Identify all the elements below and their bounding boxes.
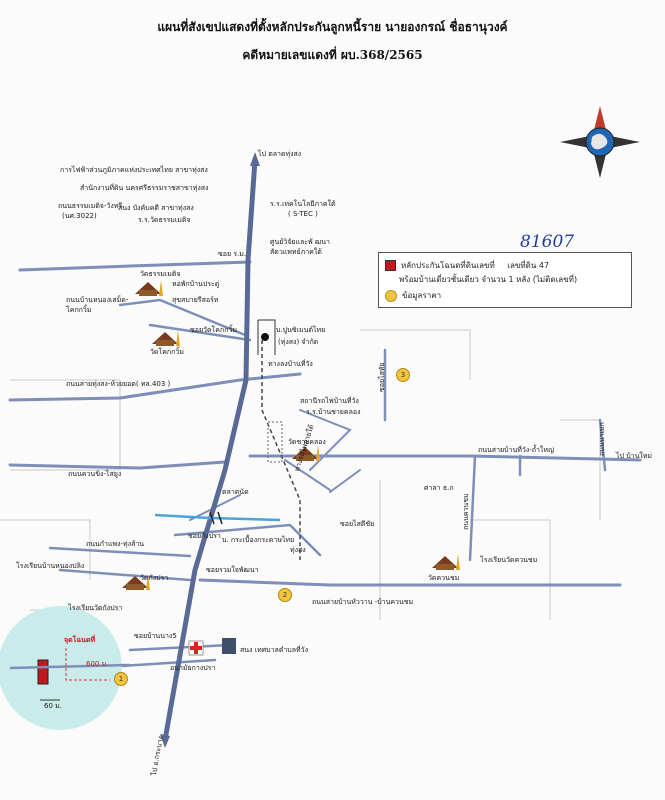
- price-marker-3: 3: [396, 368, 410, 382]
- roads: [8, 260, 642, 672]
- label-hall: ศาลา ธ.ก: [424, 484, 454, 492]
- legend-collateral-label: หลักประกันโฉนดที่ดินเลขที่: [401, 261, 495, 270]
- label-road-nongsamet2: โคกกวิ้ม: [66, 306, 92, 314]
- temple-icon-kang: [122, 574, 150, 590]
- label-road-huawan: ถนนสายบ้านหัววาน -บ้านควนชม: [312, 598, 414, 606]
- label-school-thamma: ร.ร.วัดธรรมเมติจ: [138, 216, 191, 224]
- collateral-marker: [37, 659, 49, 685]
- label-police: สนง บังคับคดี สาขาทุ่งสง: [118, 204, 194, 212]
- label-school-chai: ร.ร.บ้านชายคลอง: [306, 408, 361, 416]
- label-dist-60: 60 ม.: [44, 702, 62, 710]
- label-railway-station: สถานีรถไฟบ้านที่วัง: [300, 397, 359, 405]
- hospital-icon: [188, 640, 204, 656]
- label-to-market: ไป ตลาดทุ่งสง: [258, 150, 302, 158]
- legend-price-label: ข้อมูลราคา: [402, 291, 442, 300]
- label-road-nongsamet: ถนนบ้านหนองเสม็ด-: [66, 296, 129, 304]
- railway-line: [261, 340, 301, 560]
- legend-collateral-detail: เลขที่ดิน 47: [507, 261, 550, 270]
- label-health: สุขสบายรีสอร์ท: [172, 296, 219, 304]
- canal: [154, 513, 281, 522]
- label-soi-ruam: ซอยรวมใจพัฒนา: [206, 566, 259, 574]
- price-dot-icon: [385, 289, 397, 302]
- label-cement2: (ทุ่งสง) จำกัด: [278, 338, 319, 346]
- handwritten-code: 81607: [520, 232, 575, 252]
- label-wat-kang: วัดกังปรา: [140, 574, 169, 582]
- label-school-kang: โรงเรียนวัดกังปรา: [68, 604, 123, 612]
- label-school-khuan: โรงเรียนวัดควนชม: [480, 556, 538, 564]
- label-soi: ซอย ร.ม.: [218, 250, 247, 258]
- label-road-403: ถนนสายทุ่งสง-ห้วยยอด( ทล.403 ): [66, 380, 171, 388]
- label-road-thiwang: ถนนสายบ้านที่วัง-ถ้ำใหญ่: [478, 446, 554, 454]
- label-wat-thamma: วัดธรรมเมติจ: [140, 270, 181, 278]
- label-soi-sai: ซอยไสดีชัย: [340, 520, 375, 528]
- inset-circle: [0, 606, 122, 730]
- label-soi-r: ซอยไสทัย: [378, 362, 386, 392]
- legend-price: ข้อมูลราคา: [385, 289, 441, 302]
- price-marker-1: 1: [114, 672, 128, 686]
- cement-plant-outline: [257, 319, 276, 355]
- label-road-thamma: ถนนธรรมเมติจ-วังหรี: [58, 202, 123, 210]
- temple-icon-khuan: [432, 554, 460, 570]
- label-road-koh: ถนนกำแพง-ทุ่งส้าน: [86, 540, 145, 548]
- label-market: ตลาดนัด: [222, 488, 249, 496]
- temple-icon-chai: [292, 445, 320, 461]
- admin-building-icon: [222, 638, 236, 654]
- label-dorm: หอพักบ้านประดู่: [172, 280, 220, 288]
- label-company2: ทุ่งสง: [290, 546, 306, 554]
- label-research: ศูนย์วิจัยและพั ฒนา: [270, 238, 330, 246]
- label-road-thamma-code: (นศ.3022): [62, 212, 97, 220]
- main-highway: [162, 159, 258, 741]
- label-stec-school: ร.ร.เทคโนโลยีภาคใต้: [270, 200, 336, 208]
- temple-icon-kok: [152, 330, 180, 346]
- label-to-ban: ไป บ้านใหม่: [616, 452, 652, 460]
- label-cement: บ.ปูนซิเมนต์ไทย: [276, 326, 326, 334]
- price-marker-2: 2: [278, 588, 292, 602]
- case-number: คดีหมายเลขแดงที่ ผบ.368/2565: [242, 48, 423, 62]
- distance-line: [65, 648, 110, 681]
- legend-collateral-line2: พร้อมบ้านเดี่ยวชั้นเดียว จำนวน 1 หลัง (ไ…: [399, 275, 578, 284]
- label-research2: สัตวแพทย์ภาคใต้: [270, 248, 322, 256]
- map-title: แผนที่สังเขปแสดงที่ตั้งหลักประกันลูกหนี้…: [157, 20, 508, 34]
- label-hospital: อนามัยกางปรา: [170, 664, 216, 672]
- railway-station-area: [267, 421, 283, 463]
- label-wat-chai: วัดชายคลอง: [288, 438, 326, 446]
- label-soi-wat-kok: ซอยวัดโคกกวิ้ม: [190, 326, 237, 334]
- label-pea: การไฟฟ้าส่วนภูมิภาคแห่งประเทศไทย สาขาทุ่…: [60, 166, 208, 174]
- label-dist-600: 600 ม.: [86, 660, 109, 668]
- legend: หลักประกันโฉนดที่ดินเลขที่ เลขที่ดิน 47 …: [378, 252, 632, 308]
- label-road-v: ถนนนาเมก: [598, 422, 606, 456]
- label-road-kuan: ถนนควนขิง-ไสยูง: [68, 470, 122, 478]
- cement-plant-dot: [261, 333, 269, 341]
- legend-collateral: หลักประกันโฉนดที่ดินเลขที่ เลขที่ดิน 47: [385, 259, 549, 272]
- inset-road: [9, 663, 131, 670]
- temple-icon-thamma: [135, 280, 163, 296]
- label-land-office: สำนักงานที่ดิน นครศรีธรรมราชสาขาทุ่งสง: [80, 184, 209, 192]
- label-admin: สนง เทศบาลตำบลที่วัง: [240, 646, 308, 654]
- label-company: บ. กระเบื้องกระดาษไทย: [222, 536, 295, 544]
- label-collateral: จุดโฉนดที่: [64, 636, 96, 644]
- label-wat-kok: วัดโคกกวิ้ม: [150, 348, 184, 356]
- label-soi-kasang: ซอยกังปรา: [188, 532, 221, 540]
- label-stec: ( S-TEC ): [288, 210, 318, 218]
- label-school-nongpling: โรงเรียนบ้านหนองปลิง: [16, 562, 85, 570]
- label-wat-khuan: วัดควนชม: [428, 574, 460, 582]
- label-junction: ทางลงบ้านที่วัง: [268, 360, 313, 368]
- collateral-square-icon: [385, 260, 396, 271]
- compass-icon: [560, 106, 640, 178]
- highway-arrow-south: [160, 734, 170, 748]
- bridge-icon: [209, 511, 223, 525]
- highway-arrow-north: [250, 152, 260, 166]
- label-soi-nangsri: ซอยบ้านนาง5: [134, 632, 177, 640]
- label-road-right: ถนนควนชม: [462, 493, 470, 530]
